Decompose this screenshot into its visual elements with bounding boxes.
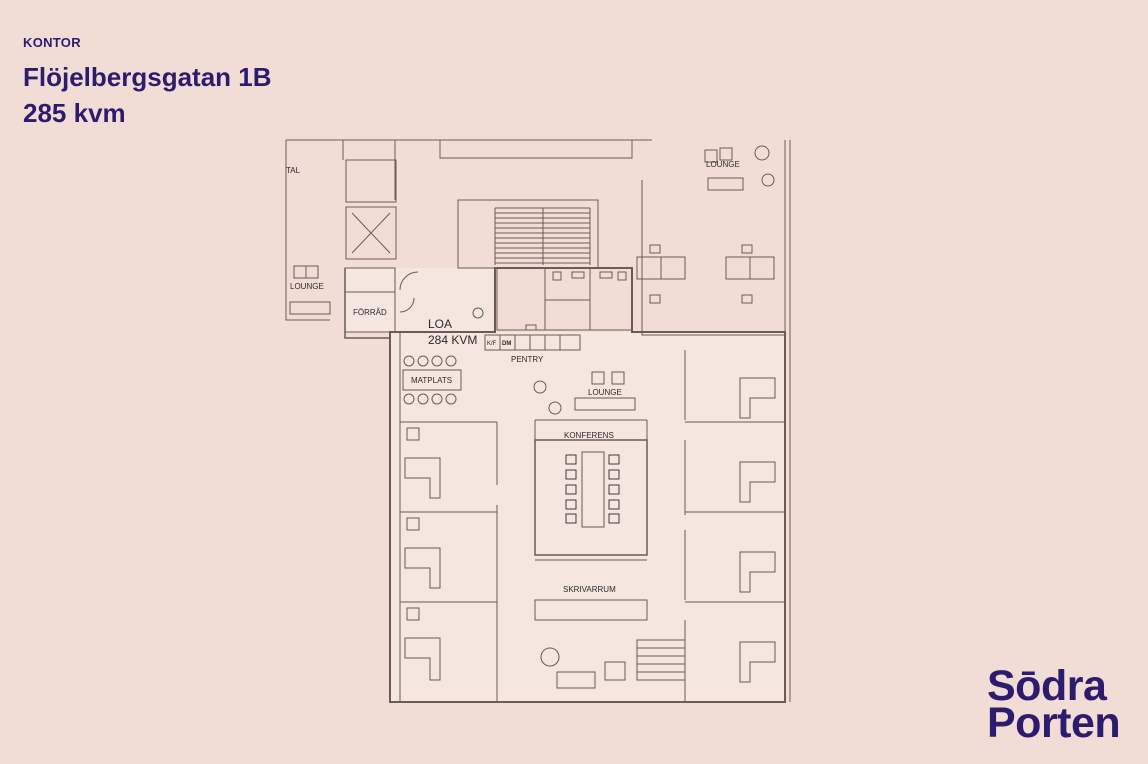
matplats-chairs: [403, 355, 457, 405]
logo-line-1: Sōdra: [987, 662, 1107, 710]
label-kf: K/F: [487, 341, 497, 347]
conference-chairs: [565, 454, 620, 524]
address-title: Flöjelbergsgatan 1B: [23, 62, 272, 92]
stair-steps: [494, 207, 591, 265]
label-matplats: MATPLATS: [411, 376, 452, 385]
label-loa: LOA: [428, 317, 452, 331]
wc-block: [496, 267, 633, 331]
top-right-desks: [636, 244, 775, 304]
label-lounge-left: LOUNGE: [290, 282, 324, 291]
pentry-counter: [484, 334, 581, 351]
left-office-desks: [404, 427, 441, 681]
label-pentry: PENTRY: [511, 355, 544, 364]
label-loa-area: 284 KVM: [428, 333, 477, 347]
sodra-porten-logo: Sōdra Porten: [987, 662, 1121, 747]
office-area: [390, 332, 785, 702]
label-dm: DM: [502, 341, 511, 347]
label-konferens: KONFERENS: [564, 431, 614, 440]
plant-icon: [472, 145, 775, 415]
category-label: KONTOR: [23, 35, 81, 50]
logo-line-2: Porten: [987, 699, 1121, 747]
right-office-desks: [739, 377, 776, 683]
matplats-table: [402, 369, 462, 391]
label-forrad: FÖRRÅD: [353, 308, 387, 317]
area-label: 285 kvm: [23, 98, 126, 128]
forrad-room: [344, 291, 396, 333]
loa-area: [345, 268, 495, 332]
conference-table: [581, 451, 605, 528]
label-skrivarrum: SKRIVARRUM: [563, 585, 616, 594]
label-lounge-top: LOUNGE: [706, 160, 740, 169]
elevator: [345, 206, 397, 260]
conference-room: [534, 439, 648, 556]
label-lounge-center: LOUNGE: [588, 388, 622, 397]
label-tal: TAL: [286, 166, 301, 175]
